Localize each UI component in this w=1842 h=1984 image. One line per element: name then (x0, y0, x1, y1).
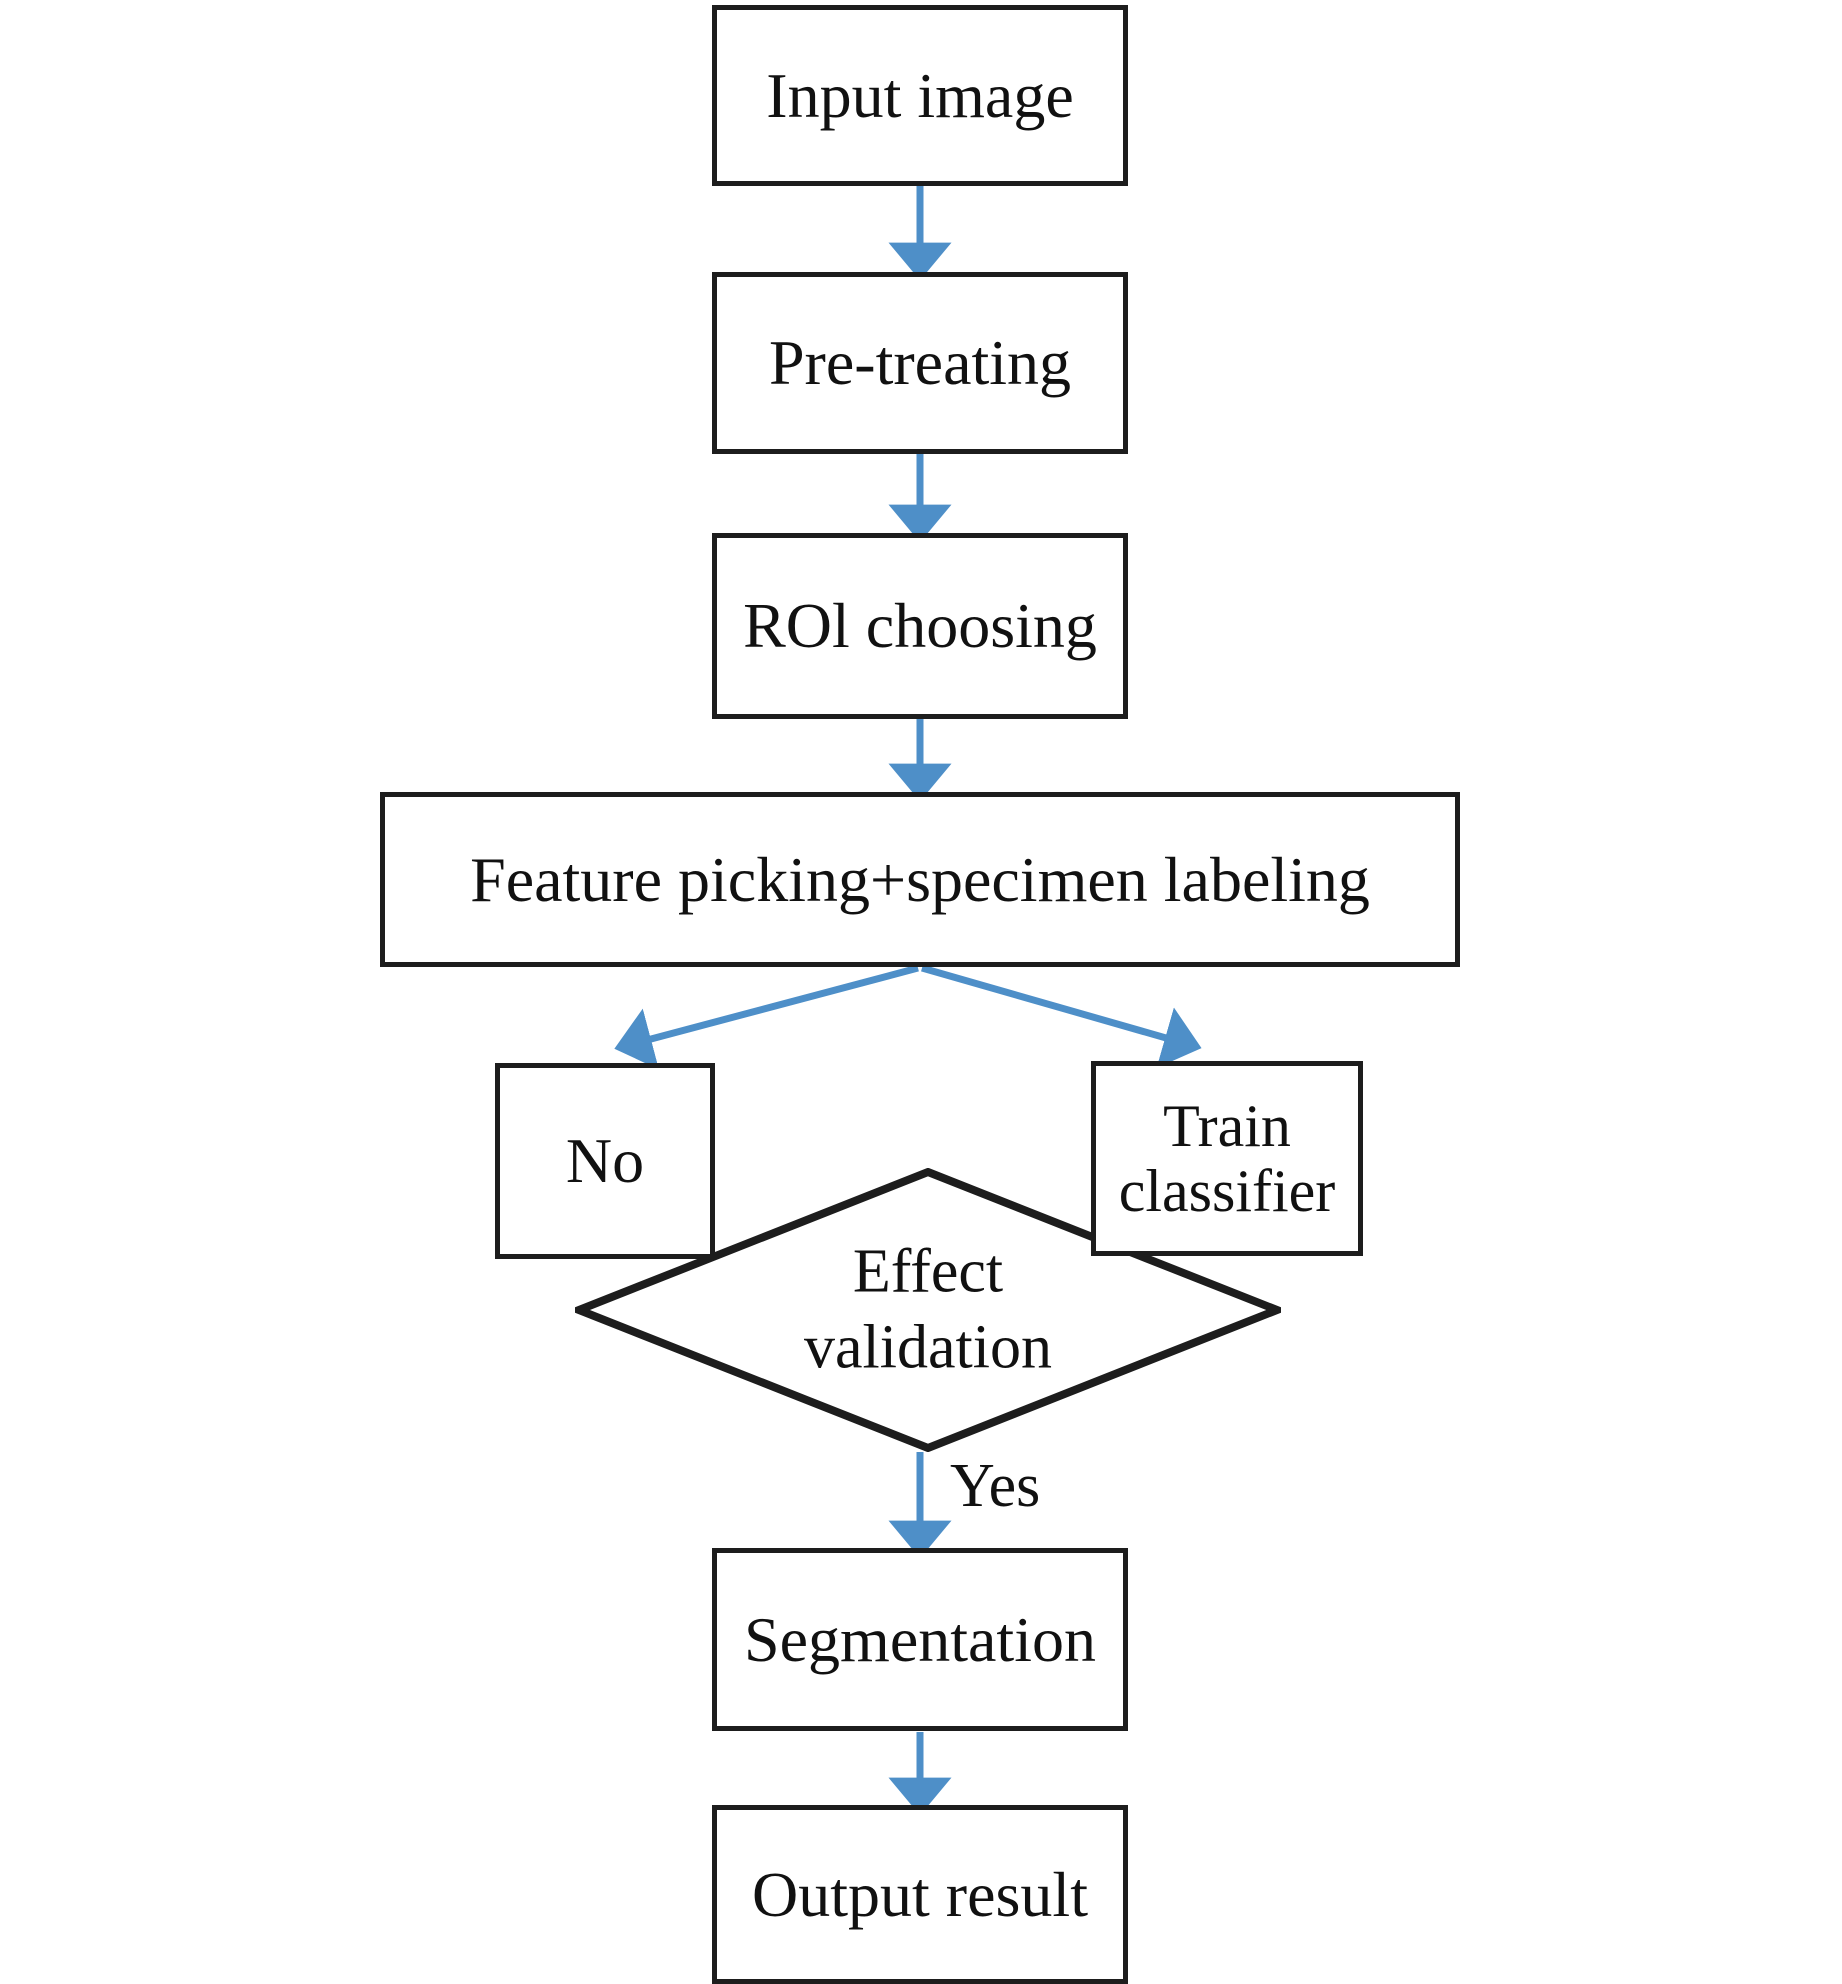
node-segmentation-label: Segmentation (744, 1603, 1096, 1675)
node-pre-treating[interactable]: Pre-treating (712, 272, 1128, 454)
node-output-result[interactable]: Output result (712, 1805, 1128, 1984)
node-feature-picking[interactable]: Feature picking+specimen labeling (380, 792, 1460, 967)
arrow-feature-to-train-classifier (921, 964, 1202, 1069)
node-segmentation[interactable]: Segmentation (712, 1548, 1128, 1731)
node-no-label: No (565, 1125, 645, 1197)
node-train-classifier-label: Train classifier (1118, 1092, 1336, 1224)
node-roi-choosing-label: ROl choosing (743, 590, 1097, 662)
node-output-result-label: Output result (752, 1858, 1088, 1930)
node-roi-choosing[interactable]: ROl choosing (712, 533, 1128, 719)
node-train-classifier[interactable]: Train classifier (1091, 1061, 1363, 1256)
node-feature-picking-label: Feature picking+specimen labeling (470, 843, 1370, 915)
edge-label-yes: Yes (950, 1452, 1041, 1520)
node-pre-treating-label: Pre-treating (768, 327, 1072, 399)
node-effect-validation-label: Effect validation (804, 1237, 1052, 1381)
arrow-feature-to-no (614, 964, 919, 1070)
node-input-image[interactable]: Input image (712, 5, 1128, 186)
node-no[interactable]: No (495, 1063, 715, 1259)
node-input-image-label: Input image (766, 59, 1074, 131)
